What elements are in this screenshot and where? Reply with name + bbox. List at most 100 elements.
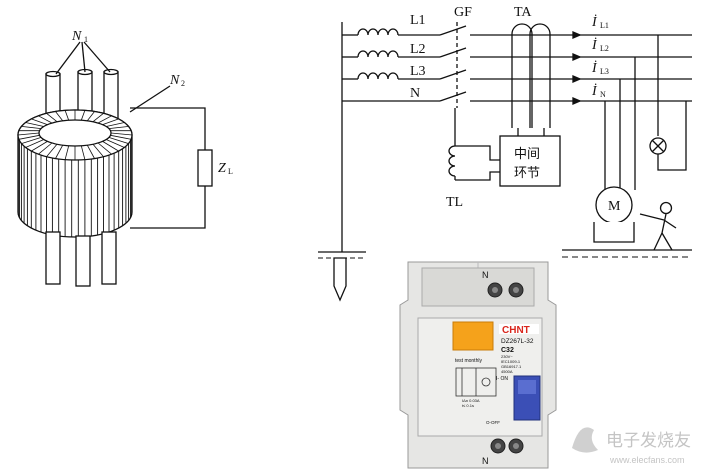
current-transformer-left bbox=[511, 23, 533, 128]
conductor-rod-3-lower bbox=[101, 231, 117, 285]
brand-label: CHNT bbox=[502, 325, 530, 336]
winding-top-line bbox=[86, 145, 95, 159]
phase-label-n: N bbox=[410, 86, 420, 101]
conductor-rod-1-lower bbox=[45, 231, 61, 285]
sensitivity-line-2: t≤ 0.1s bbox=[462, 403, 474, 408]
load-label: Z bbox=[218, 161, 226, 176]
rating-label: C32 bbox=[501, 347, 514, 354]
switch-label: GF bbox=[454, 5, 472, 20]
on-text: I- ON bbox=[496, 376, 508, 382]
n1-subscript: 1 bbox=[84, 35, 88, 44]
winding-top-line bbox=[21, 137, 42, 144]
earth-electrode bbox=[333, 257, 347, 302]
current-sub-l3: L3 bbox=[600, 67, 609, 76]
trip-coil bbox=[448, 145, 456, 177]
intermediate-label-line2: 环节 bbox=[514, 165, 540, 180]
current-sub-n: N bbox=[600, 90, 606, 99]
winding-top-line bbox=[106, 139, 125, 148]
off-text: O-OFF bbox=[486, 420, 500, 425]
winding-top-line bbox=[18, 134, 40, 140]
secondary-wire-top bbox=[130, 107, 206, 150]
winding-top-line bbox=[86, 111, 95, 122]
intermediate-label-line1: 中间 bbox=[514, 146, 540, 161]
winding-top-line bbox=[25, 122, 44, 127]
winding-top-line bbox=[55, 111, 64, 122]
switch-blade-n bbox=[439, 91, 467, 102]
winding-top-line bbox=[21, 126, 42, 129]
person-figure bbox=[639, 201, 677, 251]
source-coil-l3 bbox=[357, 72, 399, 80]
winding-top-line bbox=[46, 112, 58, 123]
intermediate-stage-box bbox=[499, 135, 561, 187]
current-transformer-right bbox=[529, 23, 551, 128]
spec-line-3: GB16917.1 bbox=[501, 364, 522, 369]
terminal-label-bottom: N bbox=[482, 456, 489, 466]
n1-label: N bbox=[71, 29, 82, 44]
winding-top-line bbox=[102, 141, 119, 152]
sensitivity-line-1: IΔn 0.03A bbox=[462, 398, 480, 403]
trip-coil-label: TL bbox=[446, 195, 463, 210]
current-label-l3: İ bbox=[591, 60, 598, 76]
ct-label: TA bbox=[514, 5, 532, 20]
winding-top-line bbox=[64, 145, 70, 160]
current-sub-l1: L1 bbox=[600, 21, 609, 30]
terminal-label-top: N bbox=[482, 270, 489, 280]
circuit-schematic bbox=[318, 22, 692, 302]
phase-label-l3: L3 bbox=[410, 64, 426, 79]
watermark-logo bbox=[572, 427, 598, 453]
source-coil-l2 bbox=[357, 50, 399, 58]
winding-top-line bbox=[102, 118, 119, 125]
source-coil-l1 bbox=[357, 28, 399, 36]
winding-top-line bbox=[38, 115, 53, 124]
load-resistor bbox=[197, 149, 213, 187]
winding-top-line bbox=[17, 132, 40, 136]
toroid-figure bbox=[17, 41, 213, 287]
winding-top-line bbox=[38, 142, 53, 155]
winding-top-line bbox=[106, 122, 125, 127]
watermark-text: 电子发烧友 bbox=[606, 431, 691, 450]
current-label-l1: İ bbox=[591, 14, 598, 30]
phase-label-l2: L2 bbox=[410, 42, 426, 57]
test-monthly-text: test monthly bbox=[455, 358, 482, 364]
winding-top-line bbox=[108, 126, 129, 129]
spec-line-1: 230V~ bbox=[501, 354, 513, 359]
winding-top-line bbox=[80, 145, 86, 160]
current-sub-l2: L2 bbox=[600, 44, 609, 53]
spec-line-4: 4500A bbox=[501, 369, 513, 374]
n2-subscript: 2 bbox=[181, 79, 185, 88]
winding-top-line bbox=[55, 145, 64, 159]
winding-top-line bbox=[97, 142, 112, 155]
rcd-breaker bbox=[399, 261, 557, 469]
winding-top-line bbox=[92, 112, 104, 123]
switch-blade-l3 bbox=[439, 69, 467, 80]
winding-top-line bbox=[92, 144, 104, 157]
secondary-wire-bottom bbox=[130, 186, 206, 229]
winding-top-line bbox=[110, 134, 132, 140]
brand-plate bbox=[499, 324, 539, 334]
winding-top-line bbox=[80, 110, 86, 121]
switch-blade-l1 bbox=[439, 25, 467, 36]
model-label: DZ267L-32 bbox=[501, 338, 534, 345]
conductor-rod-2-lower bbox=[75, 235, 91, 287]
winding-top-line bbox=[31, 141, 48, 152]
spec-line-2: IEC1009-1 bbox=[501, 359, 521, 364]
winding-top-line bbox=[46, 144, 58, 157]
winding-top-line bbox=[97, 115, 112, 124]
current-label-n: İ bbox=[591, 83, 598, 99]
n2-label: N bbox=[169, 73, 180, 88]
watermark: 电子发烧友 www.elecfans.com bbox=[572, 427, 691, 465]
test-button[interactable] bbox=[452, 321, 494, 351]
winding-top-line bbox=[31, 118, 48, 125]
watermark-url: www.elecfans.com bbox=[609, 455, 685, 465]
winding-top-line bbox=[25, 139, 44, 148]
winding-top-line bbox=[64, 110, 70, 121]
motor-base bbox=[593, 222, 635, 243]
current-label-l2: İ bbox=[591, 37, 598, 53]
winding-top-line bbox=[110, 132, 133, 136]
phase-label-l1: L1 bbox=[410, 13, 426, 28]
motor-label: M bbox=[608, 199, 621, 214]
switch-blade-l2 bbox=[439, 47, 467, 58]
load-subscript: L bbox=[228, 167, 233, 176]
winding-top-line bbox=[108, 137, 129, 144]
